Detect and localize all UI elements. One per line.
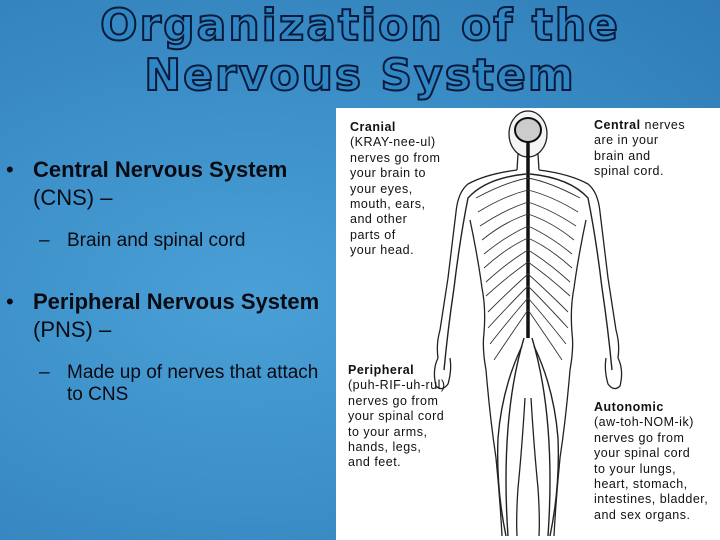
label-autonomic: Autonomic (aw-toh-NOM-ik) nerves go from…	[594, 400, 708, 523]
label-peripheral-heading: Peripheral	[348, 363, 415, 377]
label-central: Central nerves are in your brain and spi…	[594, 118, 685, 180]
slide-title-line-2: Nervous System	[143, 50, 576, 101]
right-torso-outline	[569, 219, 587, 371]
label-cranial-body: (KRAY-nee-ul) nerves go from your brain …	[350, 135, 441, 258]
label-peripheral: Peripheral (puh-RIF-uh-rul) nerves go fr…	[348, 363, 446, 471]
trunk-nerves	[475, 177, 581, 361]
sub-bullet-cns-text: Brain and spinal cord	[67, 230, 246, 251]
slide-title-line-1: Organization of the	[99, 0, 620, 51]
body-nerve-illustration	[433, 110, 623, 537]
left-torso-outline	[469, 219, 487, 371]
right-arm-outline	[538, 169, 620, 359]
left-arm-outline	[436, 169, 518, 359]
right-leg-outer	[553, 369, 571, 537]
label-central-heading: Central	[594, 118, 641, 132]
left-hand-outline	[433, 357, 452, 390]
sub-bullet-marker: –	[39, 362, 50, 383]
nervous-system-figure: Cranial (KRAY-nee-ul) nerves go from you…	[336, 108, 720, 540]
sub-bullet-pns: – Made up of nerves that attach to CNS	[39, 362, 329, 406]
label-central-body: are in your brain and spinal cord.	[594, 133, 664, 179]
label-central-heading-rest: nerves	[640, 118, 686, 132]
sub-bullet-cns: – Brain and spinal cord	[39, 230, 329, 252]
brain	[514, 117, 542, 143]
right-leg-inner	[530, 397, 540, 537]
bullet-cns-abbrev: (CNS) –	[33, 185, 113, 210]
right-hand-outline	[604, 357, 623, 390]
bullet-marker: •	[6, 157, 14, 182]
label-peripheral-body: (puh-RIF-uh-rul) nerves go from your spi…	[348, 378, 446, 470]
sub-bullet-marker: –	[39, 230, 50, 251]
limb-nerves	[443, 173, 613, 537]
bullet-pns-text: Peripheral Nervous System (PNS) –	[6, 288, 326, 344]
sub-bullet-pns-text: Made up of nerves that attach to CNS	[67, 362, 319, 405]
label-cranial-heading: Cranial	[350, 120, 396, 134]
label-autonomic-heading: Autonomic	[594, 400, 664, 414]
bullet-marker: •	[6, 289, 14, 314]
bullet-cns-text: Central Nervous System (CNS) –	[6, 156, 326, 212]
bullet-cns: • Central Nervous System (CNS) –	[6, 156, 326, 212]
neck-outline	[516, 153, 540, 171]
bullet-cns-term: Central Nervous System	[33, 157, 288, 182]
label-autonomic-body: (aw-toh-NOM-ik) nerves go from your spin…	[594, 415, 709, 522]
left-leg-outer	[485, 369, 503, 537]
left-leg-inner	[516, 397, 526, 537]
bullet-pns: • Peripheral Nervous System (PNS) –	[6, 288, 326, 344]
bullet-pns-abbrev: (PNS) –	[33, 317, 112, 342]
label-cranial: Cranial (KRAY-nee-ul) nerves go from you…	[350, 120, 440, 259]
bullet-pns-term: Peripheral Nervous System	[33, 289, 320, 314]
